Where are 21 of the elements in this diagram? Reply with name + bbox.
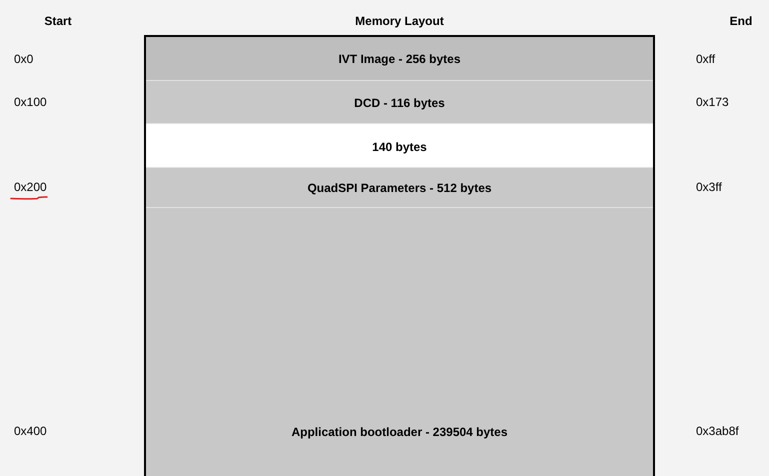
segment-label: IVT Image - 256 bytes: [338, 52, 461, 66]
address-label: 0x400: [14, 424, 47, 438]
column-heading: Memory Layout: [355, 14, 444, 28]
segment-label: Application bootloader - 239504 bytes: [291, 425, 508, 439]
segment-label: 140 bytes: [372, 140, 427, 154]
column-heading: Start: [44, 14, 72, 28]
address-label: 0x173: [696, 95, 729, 109]
memory-segment: [146, 207, 653, 476]
address-label: 0x0: [14, 52, 34, 66]
address-label: 0x100: [14, 95, 47, 109]
address-label: 0x3ab8f: [696, 424, 739, 438]
address-label: 0x200: [14, 180, 47, 194]
segment-label: QuadSPI Parameters - 512 bytes: [307, 181, 492, 195]
segment-label: DCD - 116 bytes: [354, 96, 445, 110]
column-heading: End: [730, 14, 752, 28]
memory-segment: [146, 167, 653, 207]
address-label: 0xff: [696, 52, 716, 66]
memory-segment: [146, 80, 653, 123]
memory-segment: [146, 37, 653, 80]
memory-segment: [146, 123, 653, 167]
address-label: 0x3ff: [696, 180, 722, 194]
